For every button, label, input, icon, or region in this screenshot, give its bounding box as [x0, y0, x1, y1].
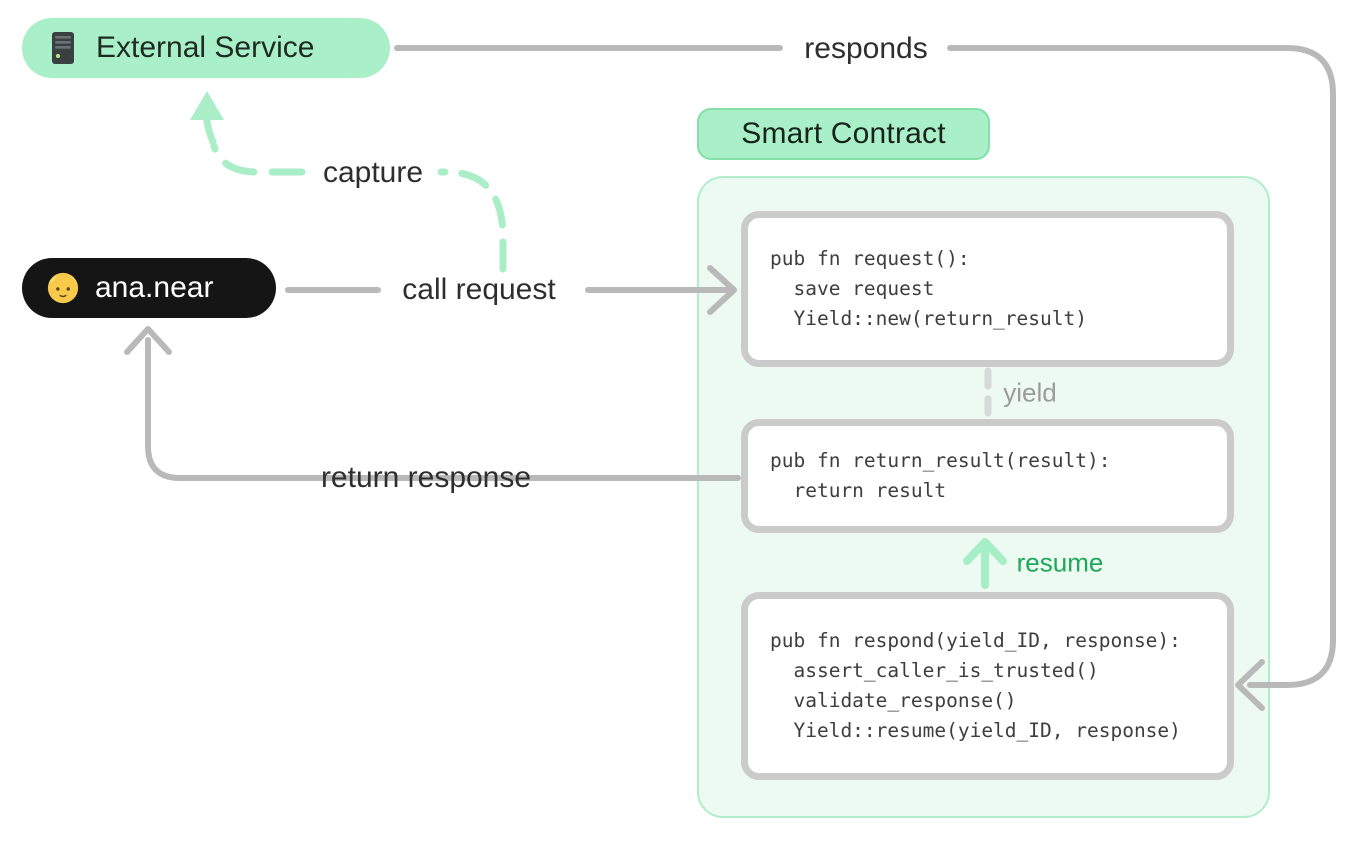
code-box-return-result: pub fn return_result(result): return res…	[741, 419, 1234, 533]
yield-label: yield	[1003, 377, 1057, 408]
code-box-request: pub fn request(): save request Yield::ne…	[741, 211, 1234, 367]
code-respond: pub fn respond(yield_ID, response): asse…	[770, 629, 1181, 742]
person-icon	[46, 271, 80, 305]
server-icon	[50, 31, 76, 65]
code-request: pub fn request(): save request Yield::ne…	[770, 247, 1087, 330]
external-service-node: External Service	[22, 18, 390, 78]
external-service-label: External Service	[96, 31, 315, 64]
call-request-label: call request	[402, 273, 556, 306]
code-box-respond: pub fn respond(yield_ID, response): asse…	[741, 592, 1234, 780]
user-label: ana.near	[95, 271, 214, 304]
user-node: ana.near	[22, 258, 276, 318]
capture-label: capture	[322, 156, 424, 189]
return-response-arrow	[124, 326, 741, 481]
return-response-label: return response	[320, 461, 532, 494]
resume-label: resume	[1016, 547, 1104, 578]
smart-contract-badge: Smart Contract	[697, 108, 990, 160]
code-return-result: pub fn return_result(result): return res…	[770, 449, 1111, 502]
responds-label: responds	[804, 32, 928, 65]
smart-contract-label: Smart Contract	[741, 117, 946, 150]
